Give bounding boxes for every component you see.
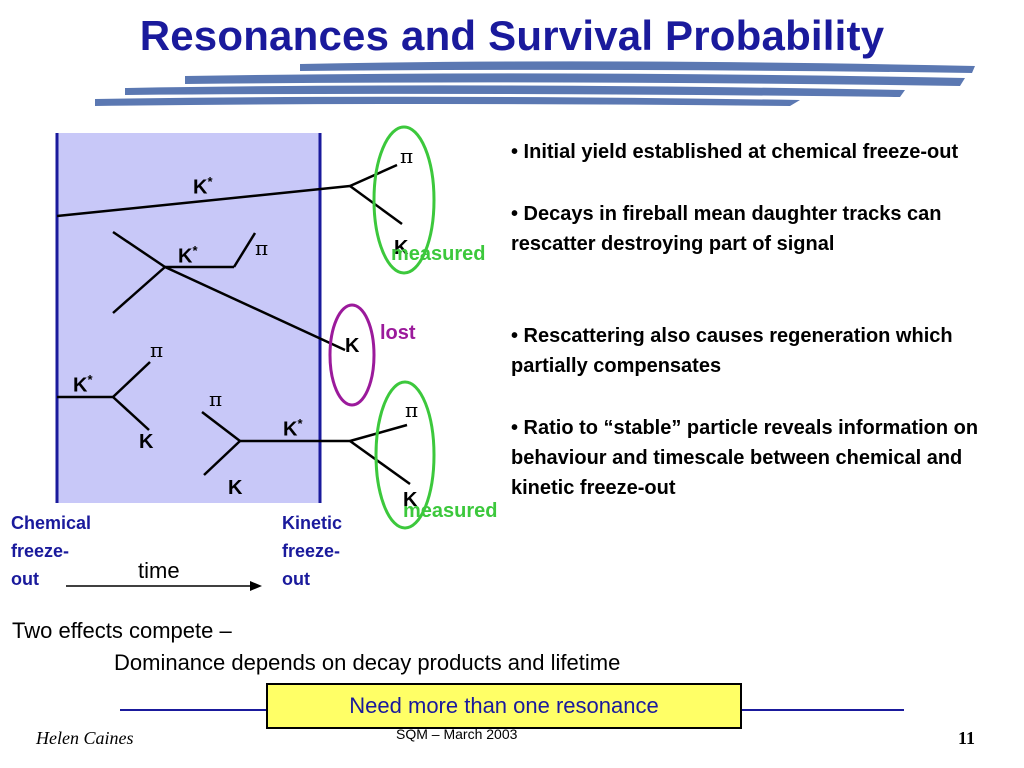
summary-text: Two effects compete – Dominance depends … xyxy=(12,615,620,679)
kaon-label-5: K xyxy=(403,489,418,511)
pi-track-3 xyxy=(112,361,151,398)
kstar-label-3: K* xyxy=(73,372,93,397)
bullet-item: • Ratio to “stable” particle reveals inf… xyxy=(511,417,979,499)
kstar-label-1: K* xyxy=(193,174,213,199)
kstar-track-2b xyxy=(112,266,166,314)
footer-author: Helen Caines xyxy=(36,728,134,748)
measured-ellipse-bottom xyxy=(374,380,436,530)
kaon-track-3 xyxy=(112,396,150,431)
pi-label-5: π xyxy=(405,398,419,422)
lost-label: lost xyxy=(380,322,416,344)
page-number: 11 xyxy=(958,728,976,748)
footer-conference: SQM – March 2003 xyxy=(396,726,518,742)
bullet-item: • Rescattering also causes regeneration … xyxy=(511,325,953,377)
title-underline-brush xyxy=(95,61,975,106)
bullet-item: • Initial yield established at chemical … xyxy=(511,141,959,163)
kaon-label-2: K xyxy=(345,335,360,357)
kinetic-freezeout-label: Kinetic freeze- out xyxy=(282,513,343,589)
lost-ellipse xyxy=(328,303,376,407)
measured-label-top: measured xyxy=(391,243,486,265)
pi-label-3: π xyxy=(150,338,164,362)
measured-ellipse-top xyxy=(372,125,436,275)
callout-rule-right xyxy=(742,709,904,711)
pi-track-2b xyxy=(232,232,257,268)
kstar-track-1 xyxy=(56,184,351,218)
kaon-track-1 xyxy=(349,184,403,226)
callout-rule-left xyxy=(120,709,266,711)
pi-label-2: π xyxy=(255,236,269,260)
pi-label-1: π xyxy=(400,144,414,168)
pi-track-4 xyxy=(201,411,241,442)
kaon-track-2 xyxy=(164,265,346,352)
slide-title: Resonances and Survival Probability xyxy=(139,12,885,59)
kaon-track-4 xyxy=(203,440,241,476)
bullet-item: • Decays in fireball mean daughter track… xyxy=(511,203,942,255)
kaon-track-5 xyxy=(349,439,411,486)
kaon-label-1: K xyxy=(394,237,409,259)
kstar-label-2: K* xyxy=(178,243,198,268)
summary-line-2: Dominance depends on decay products and … xyxy=(114,650,621,675)
bullet-list: • Initial yield established at chemical … xyxy=(511,137,1021,535)
pi-label-4: π xyxy=(209,387,223,411)
kaon-label-3: K xyxy=(139,431,154,453)
pi-track-1 xyxy=(349,163,398,188)
kaon-label-4: K xyxy=(228,477,243,499)
measured-label-bottom: measured xyxy=(403,500,498,522)
fireball-region xyxy=(57,133,320,503)
kstar-track-2a xyxy=(112,230,166,269)
time-arrow-head xyxy=(250,581,262,591)
summary-line-1: Two effects compete – xyxy=(12,618,232,643)
chemical-freezeout-label: Chemical freeze- out xyxy=(11,513,92,589)
time-label: time xyxy=(138,558,180,583)
kstar-label-4: K* xyxy=(283,416,303,441)
callout-box: Need more than one resonance xyxy=(266,683,742,729)
